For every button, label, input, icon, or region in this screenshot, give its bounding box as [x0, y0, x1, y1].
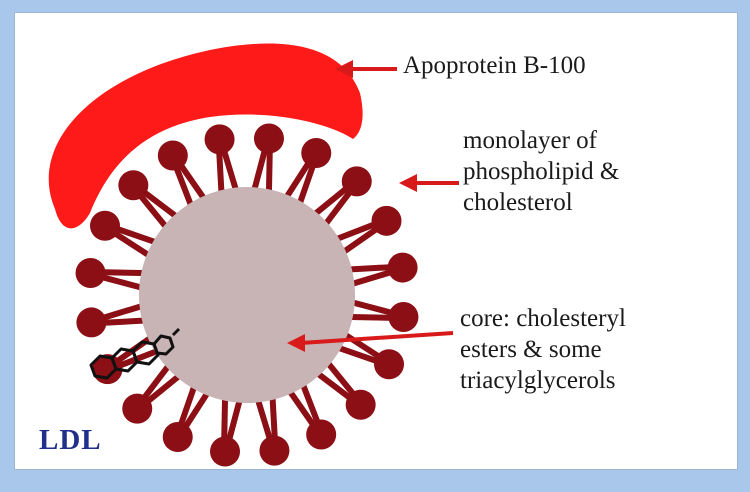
- monolayer-label-line-3: cholesterol: [463, 187, 619, 218]
- polar-head: [301, 138, 331, 168]
- polar-head: [122, 394, 152, 424]
- polar-head: [210, 436, 240, 466]
- phospholipid-molecule: [345, 301, 419, 332]
- polar-head: [76, 258, 106, 288]
- apoprotein-label: Apoprotein B-100: [403, 50, 586, 81]
- phospholipid-molecule: [256, 392, 289, 466]
- polar-head: [259, 436, 289, 466]
- phospholipid-molecule: [205, 124, 238, 198]
- monolayer-label: monolayer of phospholipid & cholesterol: [463, 125, 619, 218]
- monolayer-arrow: [399, 174, 459, 192]
- monolayer-label-line-1: monolayer of: [463, 125, 619, 156]
- polar-head: [158, 140, 188, 170]
- polar-head: [388, 302, 418, 332]
- phospholipid-molecule: [76, 304, 150, 337]
- core-label-line-3: triacylglycerols: [460, 365, 626, 396]
- polar-head: [163, 422, 193, 452]
- polar-head: [346, 390, 376, 420]
- polar-head: [374, 349, 404, 379]
- phospholipid-molecule: [253, 124, 284, 198]
- polar-head: [388, 253, 418, 283]
- polar-head: [342, 166, 372, 196]
- polar-head: [205, 124, 235, 154]
- core-label-line-1: core: cholesteryl: [460, 303, 626, 334]
- core-label-line-2: esters & some: [460, 334, 626, 365]
- phospholipid-molecule: [210, 393, 241, 467]
- polar-head: [254, 124, 284, 154]
- polar-head: [76, 307, 106, 337]
- polar-head: [90, 211, 120, 241]
- ldl-label: LDL: [39, 424, 102, 457]
- phospholipid-molecule: [344, 253, 418, 286]
- polar-head: [306, 420, 336, 450]
- ldl-particle-diagram: [15, 13, 737, 469]
- lipid-core: [139, 187, 355, 403]
- diagram-frame: Apoprotein B-100 monolayer of phospholip…: [14, 12, 738, 470]
- monolayer-label-line-2: phospholipid &: [463, 156, 619, 187]
- core-label: core: cholesteryl esters & some triacylg…: [460, 303, 626, 396]
- phospholipid-molecule: [76, 258, 150, 289]
- polar-head: [372, 206, 402, 236]
- polar-head: [118, 170, 148, 200]
